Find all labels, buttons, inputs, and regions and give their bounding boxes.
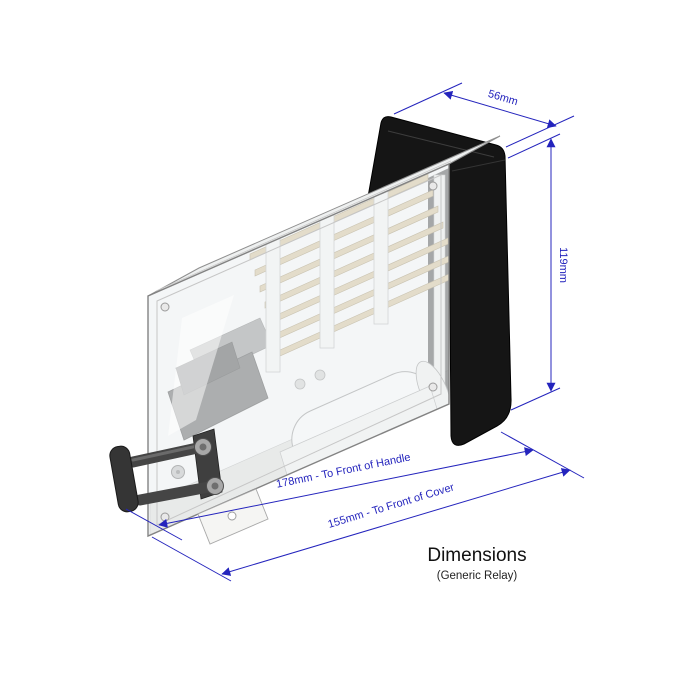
- rear-housing: [367, 116, 512, 446]
- cover-screw: [428, 181, 438, 191]
- extension-line-56-left: [393, 82, 463, 115]
- cover-glass-tint: [148, 164, 449, 536]
- cover-screw: [160, 512, 170, 522]
- dim-label-56mm: 56mm: [486, 88, 519, 108]
- rear-housing-seam: [387, 130, 495, 158]
- dim-label-119mm: 119mm: [557, 247, 569, 283]
- dimension-line-155: [221, 468, 571, 576]
- extension-line-handle: [125, 508, 183, 541]
- cover-glass: [147, 162, 450, 538]
- handle-grip: [109, 445, 139, 513]
- drawing-title: Dimensions: [427, 545, 526, 566]
- handle-pivot-center: [199, 443, 207, 451]
- extension-line-rear: [500, 431, 585, 479]
- cover-screw: [160, 302, 170, 312]
- drawing-title-block: Dimensions (Generic Relay): [427, 545, 526, 582]
- foot-hole: [227, 511, 237, 521]
- drawing-subtitle: (Generic Relay): [437, 570, 518, 582]
- dimension-lines: [125, 82, 585, 582]
- rear-housing-body: [367, 116, 512, 446]
- cover-top-seam: [155, 160, 452, 292]
- extension-line-119-top: [507, 133, 561, 159]
- cover-glass-sheen: [168, 295, 234, 436]
- handle-pivot-center: [211, 482, 219, 490]
- extension-line-cover: [151, 536, 232, 582]
- extension-line-119-bottom: [510, 387, 561, 411]
- cover-inner-edge: [156, 174, 442, 526]
- cover-screw: [428, 382, 438, 392]
- dimension-line-56: [443, 91, 557, 128]
- rear-housing-edge-highlight: [451, 159, 506, 172]
- extension-line-56-right: [505, 115, 575, 148]
